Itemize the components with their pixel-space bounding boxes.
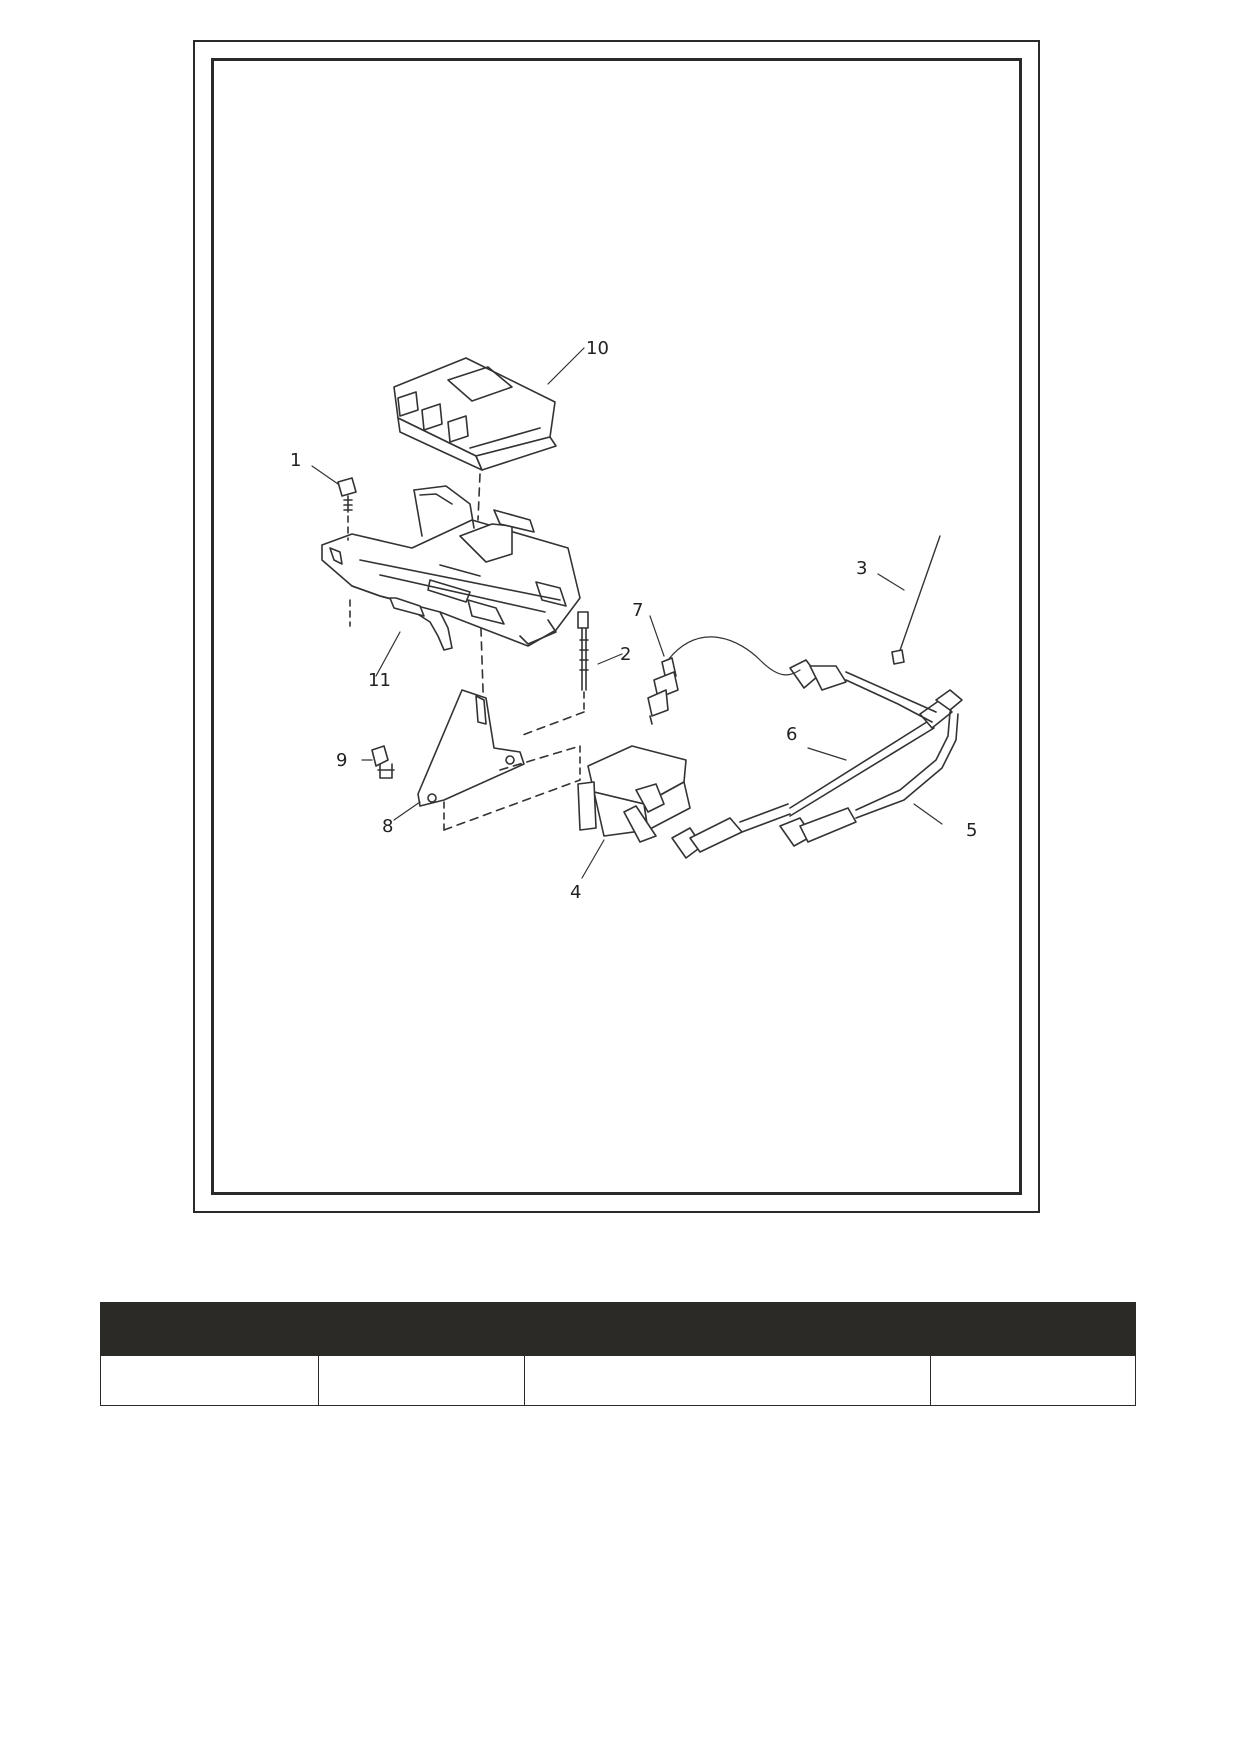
stud: [577, 611, 589, 691]
callout-10: 10: [586, 338, 609, 359]
table-cell: [930, 1355, 1136, 1406]
ht-lead-front: [671, 689, 963, 859]
bolt: [337, 477, 357, 513]
callout-2: 2: [620, 644, 631, 665]
parts-table-header-cell: [100, 1302, 319, 1356]
callout-11: 11: [368, 670, 391, 691]
parts-table-header-cell: [930, 1302, 1136, 1356]
callout-7: 7: [632, 600, 643, 621]
table-row: [100, 1355, 1136, 1406]
callout-9: 9: [336, 750, 347, 771]
callout-5: 5: [966, 820, 977, 841]
spark-plug: [647, 657, 679, 725]
parts-table-header-row: [100, 1302, 1136, 1356]
ignition-coil: [577, 745, 691, 843]
diagram-outer-frame: [193, 40, 1040, 1213]
bracket: [417, 689, 525, 807]
diagram-inner-frame: [211, 58, 1022, 1195]
callout-4: 4: [570, 882, 581, 903]
ecm-mounting-tray: [321, 485, 581, 651]
callout-8: 8: [382, 816, 393, 837]
table-cell: [100, 1355, 319, 1406]
table-cell: [524, 1355, 931, 1406]
callout-6: 6: [786, 724, 797, 745]
ht-lead-rear: [779, 659, 959, 847]
parts-table-header-cell: [524, 1302, 931, 1356]
ecm-control-unit: [393, 357, 557, 471]
clip: [371, 745, 395, 779]
parts-table-header-cell: [318, 1302, 525, 1356]
parts-table: [100, 1302, 1136, 1406]
callout-1: 1: [290, 450, 301, 471]
cable-tie: [891, 535, 941, 665]
callout-3: 3: [856, 558, 867, 579]
table-cell: [318, 1355, 525, 1406]
